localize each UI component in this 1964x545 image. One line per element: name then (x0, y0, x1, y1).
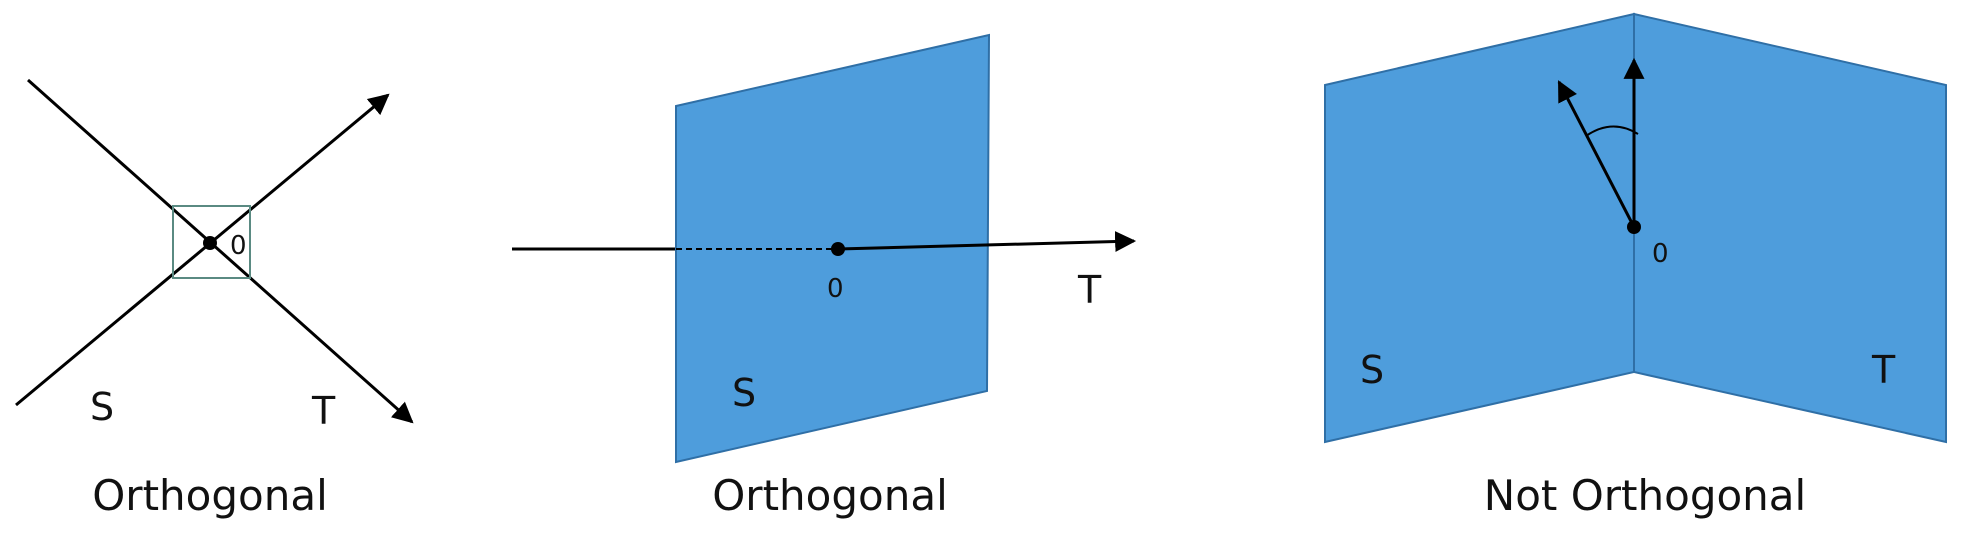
caption-orthogonal-plane: Orthogonal (712, 471, 948, 520)
panel-lines: 0 S T Orthogonal (15, 78, 414, 520)
label-s: S (90, 385, 114, 429)
origin-point (1627, 220, 1641, 234)
label-t: T (1871, 348, 1896, 392)
origin-point (203, 236, 217, 250)
origin-point (831, 242, 845, 256)
panel-line-plane: 0 S T Orthogonal (512, 33, 1137, 520)
line-t (27, 78, 414, 424)
plane-t (1633, 12, 1947, 444)
label-s: S (1360, 348, 1384, 392)
line-s (15, 93, 390, 407)
origin-label: 0 (827, 274, 844, 304)
origin-label: 0 (230, 231, 247, 261)
label-t: T (311, 389, 336, 433)
label-t: T (1077, 268, 1102, 312)
panel-planes: 0 S T Not Orthogonal (1324, 12, 1947, 520)
normal-vector-tilted (1557, 80, 1636, 228)
angle-arc (1585, 125, 1639, 137)
right-angle-marker (172, 205, 251, 279)
origin-label: 0 (1652, 239, 1669, 269)
line-t-front (837, 231, 1137, 253)
caption-not-orthogonal: Not Orthogonal (1484, 471, 1806, 520)
label-s: S (732, 371, 756, 415)
caption-orthogonal-lines: Orthogonal (92, 471, 328, 520)
